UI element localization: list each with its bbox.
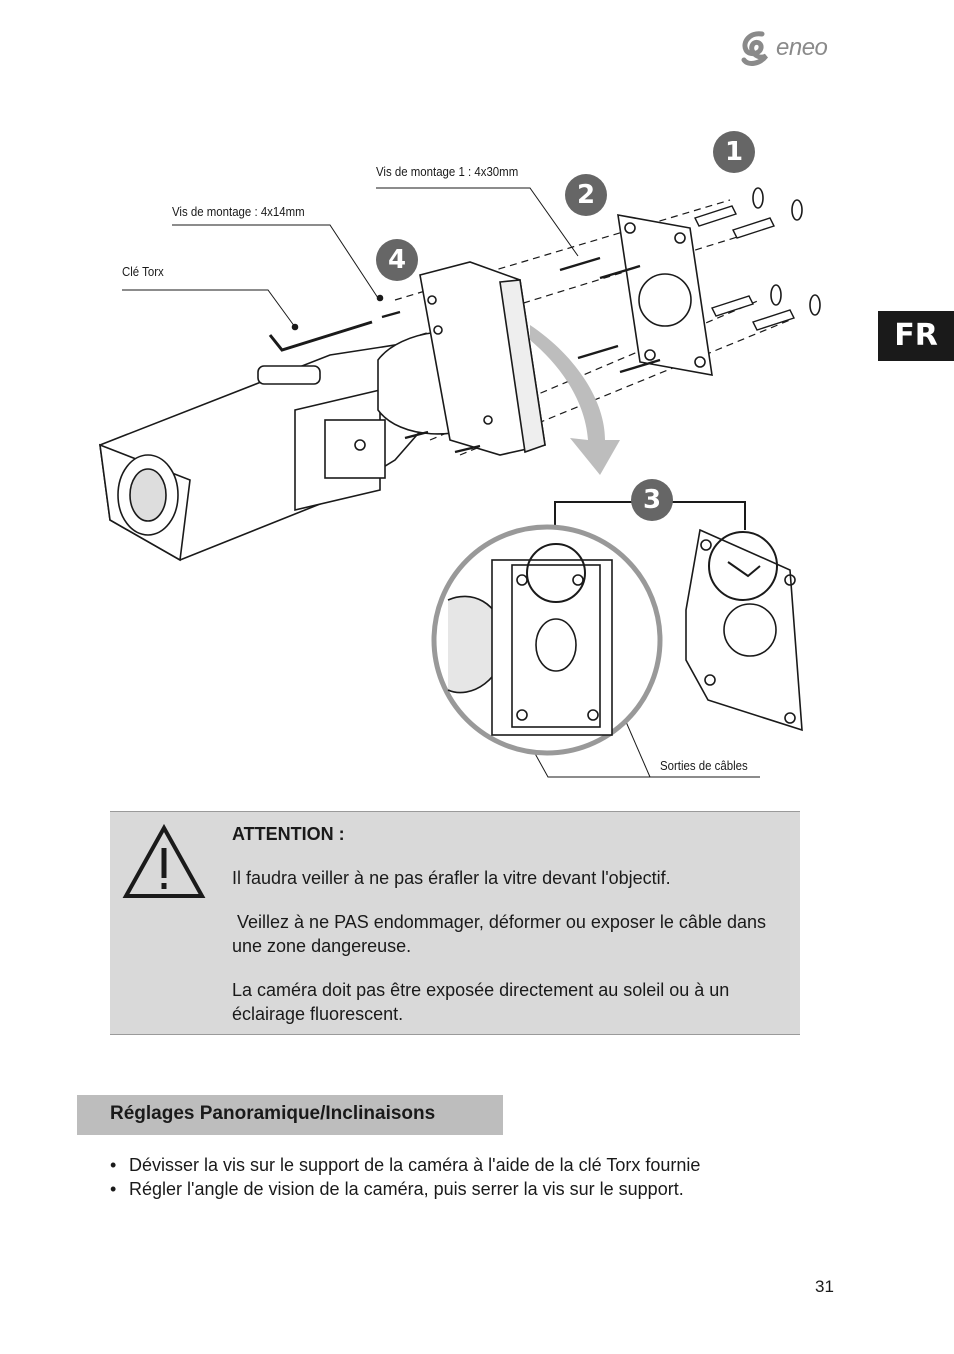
brand-wordmark: eneo bbox=[776, 34, 828, 61]
warning-title: ATTENTION : bbox=[232, 824, 345, 844]
brand-logo: eneo bbox=[740, 30, 840, 72]
mounting-diagram: Vis de montage 1 : 4x30mm Vis de montage… bbox=[99, 131, 821, 778]
language-tab: FR bbox=[878, 311, 954, 361]
label-screw-30mm: Vis de montage 1 : 4x30mm bbox=[376, 164, 519, 179]
warning-triangle-icon bbox=[122, 824, 206, 898]
label-cable-outputs: Sorties de câbles bbox=[660, 758, 748, 773]
label-torx-key: Clé Torx bbox=[122, 264, 164, 279]
step-badge-2: 2 bbox=[565, 174, 607, 216]
list-item: Régler l'angle de vision de la caméra, p… bbox=[110, 1177, 870, 1201]
label-screw-14mm: Vis de montage : 4x14mm bbox=[172, 204, 305, 219]
list-item: Dévisser la vis sur le support de la cam… bbox=[110, 1153, 870, 1177]
step-badge-3: 3 bbox=[631, 479, 673, 521]
warning-box: ATTENTION : Il faudra veiller à ne pas é… bbox=[110, 811, 800, 1035]
instruction-list: Dévisser la vis sur le support de la cam… bbox=[110, 1153, 870, 1201]
section-title: Réglages Panoramique/Inclinaisons bbox=[110, 1103, 436, 1124]
page-number: 31 bbox=[815, 1277, 834, 1296]
installation-illustration bbox=[99, 187, 821, 778]
step-badge-4: 4 bbox=[376, 239, 418, 281]
step-badge-1: 1 bbox=[713, 131, 755, 173]
warning-paragraph-3: La caméra doit pas être exposée directem… bbox=[232, 980, 730, 1024]
section-heading: Réglages Panoramique/Inclinaisons bbox=[77, 1095, 503, 1135]
warning-paragraph-1: Il faudra veiller à ne pas érafler la vi… bbox=[232, 868, 671, 888]
eneo-swirl-icon bbox=[741, 31, 768, 66]
warning-paragraph-2: Veillez à ne PAS endommager, déformer ou… bbox=[232, 912, 772, 956]
